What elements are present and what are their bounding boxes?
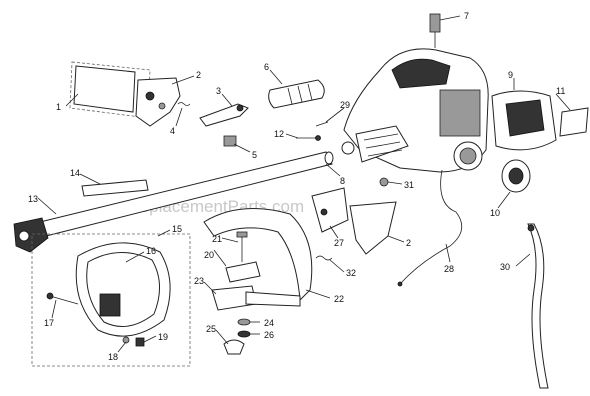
part-31-nut (379, 177, 389, 187)
part-6-grip (268, 79, 325, 109)
part-26-nut (237, 330, 251, 338)
callout-labels: 1 2 3 4 5 6 7 8 9 11 10 12 13 14 15 16 1… (28, 11, 565, 362)
callout-4: 4 (170, 126, 175, 136)
part-17-bolt (46, 292, 79, 305)
callout-22: 22 (334, 294, 344, 304)
part-29-screw (315, 121, 329, 127)
part-27-throttle-housing (311, 187, 349, 233)
callout-17: 17 (44, 318, 54, 328)
callout-29: 29 (340, 100, 350, 110)
part-7-spark-plug (429, 13, 441, 48)
part-18-washer (122, 336, 130, 344)
part-10-knob (501, 159, 531, 193)
part-3-trigger (199, 103, 249, 127)
callout-10: 10 (490, 208, 500, 218)
callout-15: 15 (172, 224, 182, 234)
part-14-label (81, 179, 149, 197)
part-16-loop-handle (75, 242, 171, 337)
callout-3: 3 (216, 86, 221, 96)
callout-31: 31 (404, 180, 414, 190)
callout-18: 18 (108, 352, 118, 362)
callout-6: 6 (264, 62, 269, 72)
callout-30: 30 (500, 262, 510, 272)
part-12-screw (296, 135, 321, 141)
part-9-filter-cover (491, 90, 557, 151)
callout-19: 19 (158, 332, 168, 342)
callout-14: 14 (70, 168, 80, 178)
callout-16: 16 (146, 246, 156, 256)
callout-20: 20 (204, 250, 214, 260)
callout-27: 27 (334, 238, 344, 248)
engine-assembly (341, 48, 489, 173)
part-21-bolt (236, 231, 248, 262)
part-25-clip (223, 339, 245, 355)
callout-2-lower: 2 (406, 238, 411, 248)
part-28-cable (397, 169, 463, 287)
callout-32: 32 (346, 268, 356, 278)
part-22-handle-bar (203, 208, 313, 307)
callout-26: 26 (264, 330, 274, 340)
part-19-nut (135, 337, 145, 347)
callout-12: 12 (274, 129, 284, 139)
part-32-spring (315, 255, 333, 261)
callout-9: 9 (508, 70, 513, 80)
part-2-bracket-lower (349, 201, 397, 255)
part-30-strap (527, 223, 549, 389)
callout-28: 28 (444, 264, 454, 274)
callout-13: 13 (28, 194, 38, 204)
callout-11: 11 (556, 86, 565, 96)
part-5-clip (223, 135, 237, 147)
part-11-filter (559, 107, 589, 137)
part-15-handle-kit (31, 233, 191, 367)
callout-24: 24 (264, 318, 274, 328)
leader-lines (37, 15, 571, 353)
callout-21: 21 (212, 234, 222, 244)
callout-5: 5 (252, 150, 257, 160)
callout-1: 1 (56, 102, 61, 112)
part-2-bracket (135, 77, 181, 127)
callout-7: 7 (464, 11, 469, 21)
part-13-shaft (13, 151, 334, 253)
callout-2: 2 (196, 70, 201, 80)
callout-23: 23 (194, 276, 204, 286)
callout-25: 25 (206, 324, 216, 334)
callout-8: 8 (340, 176, 345, 186)
part-20-clamp-upper (225, 261, 261, 283)
part-4-spring (177, 102, 191, 106)
part-24-washer (237, 318, 251, 326)
